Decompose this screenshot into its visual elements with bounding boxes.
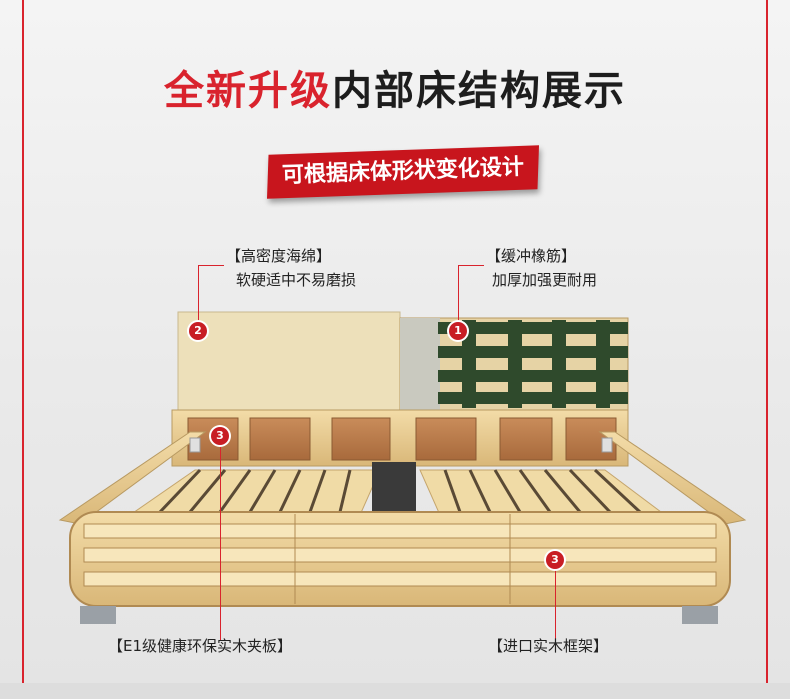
sponge-title: 【高密度海绵】 <box>226 247 332 265</box>
rubber-desc: 加厚加强更耐用 <box>492 271 598 289</box>
left-border-line <box>22 0 24 699</box>
frame-label: 【进口实木框架】 <box>488 637 609 655</box>
sponge-callout-v <box>198 265 199 331</box>
marker-board: 3 <box>211 427 229 445</box>
sponge-callout-h <box>198 265 224 266</box>
page-title: 全新升级内部床结构展示 <box>0 58 790 116</box>
rubber-callout-v <box>458 265 459 331</box>
marker-rubber: 1 <box>449 322 467 340</box>
sponge-panel <box>177 311 401 411</box>
title-highlight: 全新升级 <box>164 68 332 114</box>
marker-sponge: 2 <box>189 322 207 340</box>
board-callout-v <box>220 436 221 641</box>
sponge-desc: 软硬适中不易磨损 <box>236 271 357 289</box>
rubber-label: 【缓冲橡筋】 加厚加强更耐用 <box>486 244 597 292</box>
sponge-label: 【高密度海绵】 软硬适中不易磨损 <box>226 244 356 292</box>
rubber-title: 【缓冲橡筋】 <box>486 247 577 265</box>
right-border-line <box>766 0 768 699</box>
frame-callout-v <box>555 560 556 640</box>
board-label: 【E1级健康环保实木夹板】 <box>108 637 293 655</box>
rubber-callout-h <box>458 265 484 266</box>
rubber-webbing-panel <box>399 317 629 411</box>
title-main: 内部床结构展示 <box>332 68 626 114</box>
marker-frame: 3 <box>546 551 564 569</box>
bottom-band <box>0 683 790 699</box>
